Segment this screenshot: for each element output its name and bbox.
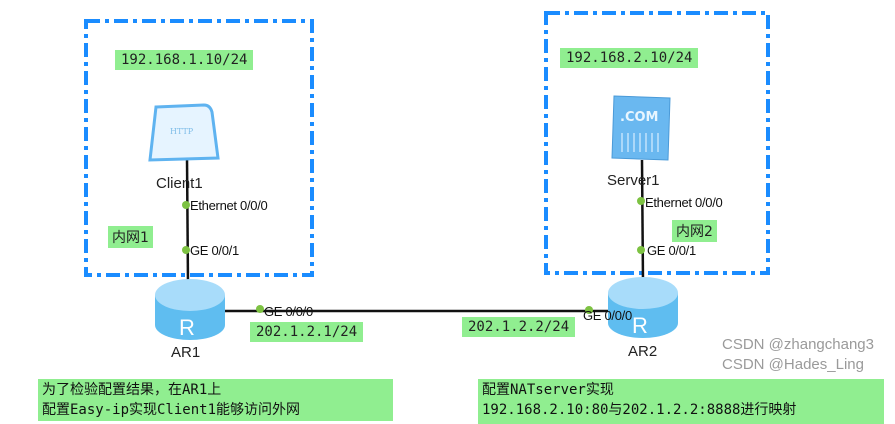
zone-1-name: 内网1 (108, 226, 153, 248)
client1-label[interactable]: Client1 (156, 175, 203, 192)
link-server1-ar2 (640, 159, 645, 283)
svg-text:.COM: .COM (620, 110, 658, 125)
ar2-down-port-label: GE 0/0/1 (647, 243, 696, 258)
ar1-label[interactable]: AR1 (171, 344, 201, 361)
port-dot (585, 306, 593, 314)
port-dot (637, 246, 645, 254)
client1-port-label: Ethernet 0/0/0 (190, 198, 268, 213)
note-line: 配置NATserver实现 (482, 382, 614, 398)
server-icon: .COM (611, 95, 671, 161)
note-line: 192.168.2.10:80与202.1.2.2:8888进行映射 (482, 402, 797, 418)
port-dot (182, 201, 190, 209)
server1-label[interactable]: Server1 (607, 172, 660, 189)
svg-text:R: R (179, 315, 195, 340)
note-line: 配置Easy-ip实现Client1能够访问外网 (42, 402, 301, 418)
watermark: CSDN @zhangchang3 (722, 336, 874, 353)
ar1-wan-port-label: GE 0/0/0 (264, 304, 313, 319)
zone-1-ip-label: 192.168.1.10/24 (115, 50, 254, 70)
ar2-label[interactable]: AR2 (628, 343, 658, 360)
zone-2-ip-label: 192.168.2.10/24 (560, 48, 699, 68)
port-dot (182, 246, 190, 254)
ar1-wan-ip: 202.1.2.1/24 (250, 322, 364, 342)
link-client1-ar1 (185, 157, 190, 286)
router-icon: R (155, 279, 225, 340)
zone-2-name: 内网2 (672, 220, 717, 242)
note-left: 为了检验配置结果，在AR1上 配置Easy-ip实现Client1能够访问外网 (38, 379, 393, 421)
http-client-icon: HTTP (148, 103, 220, 162)
server1-port-label: Ethernet 0/0/0 (645, 195, 723, 210)
watermark: CSDN @Hades_Ling (722, 356, 864, 373)
svg-text:R: R (632, 313, 648, 338)
port-dot (256, 305, 264, 313)
zone-2-border (544, 11, 770, 275)
svg-text:HTTP: HTTP (170, 127, 194, 136)
note-right: 配置NATserver实现 192.168.2.10:80与202.1.2.2:… (478, 379, 884, 424)
port-dot (637, 197, 645, 205)
note-line: 为了检验配置结果，在AR1上 (42, 382, 222, 398)
ar2-wan-port-label: GE 0/0/0 (583, 308, 632, 323)
ar2-wan-ip: 202.1.2.2/24 (462, 317, 576, 337)
ar1-down-port-label: GE 0/0/1 (190, 243, 239, 258)
zone-1-border (84, 19, 314, 277)
router-icon: R (608, 277, 678, 338)
